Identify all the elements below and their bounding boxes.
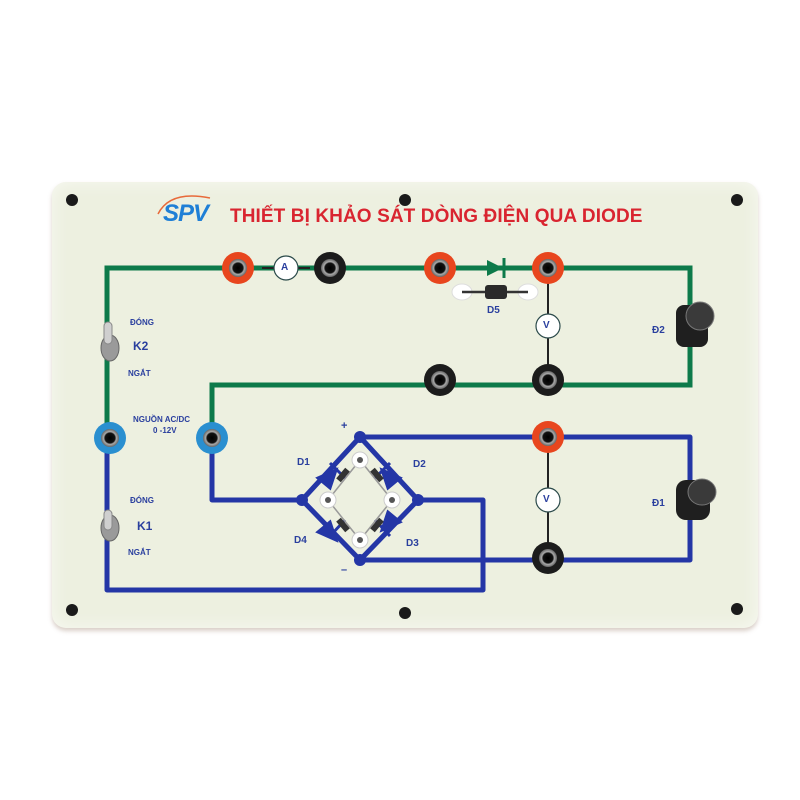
power-range-label: 0 -12V (153, 426, 177, 435)
lamp-d2-label: Đ2 (652, 325, 665, 336)
blue-jacks (94, 422, 228, 454)
voltmeter-top-label: V (543, 320, 550, 331)
voltmeter-bottom-symbol (535, 487, 561, 513)
green-trace (104, 265, 693, 438)
ammeter-symbol (273, 255, 299, 281)
diode-d3-label: D3 (406, 538, 419, 549)
voltmeter-bottom-label: V (543, 494, 550, 505)
diode-d5-symbol (487, 260, 503, 276)
k1-on-label: ĐÓNG (130, 496, 154, 505)
bridge-minus-label: – (341, 564, 348, 576)
k2-label: K2 (133, 339, 149, 353)
toggle-switch-k1 (100, 509, 120, 542)
toggle-switch-k2 (100, 321, 120, 362)
spv-logo: SPV (163, 200, 209, 227)
blue-trace-input (209, 438, 302, 503)
diode-d2-arrow (379, 467, 403, 491)
lamp-d2 (676, 301, 715, 347)
board-title: THIẾT BỊ KHẢO SÁT DÒNG ĐIỆN QUA DIODE (230, 206, 643, 227)
blue-trace-k1 (104, 438, 486, 593)
red-jacks (222, 252, 564, 453)
ammeter-label: A (281, 262, 289, 273)
diode-d5-label: D5 (487, 305, 500, 316)
diode-d1-label: D1 (297, 457, 310, 468)
diode-d3-arrow (379, 509, 403, 533)
bridge-plus-label: + (341, 420, 348, 432)
black-jacks (314, 252, 564, 574)
diode-d2-label: D2 (413, 459, 426, 470)
diode-d4-label: D4 (294, 535, 307, 546)
k1-label: K1 (137, 519, 153, 533)
k2-on-label: ĐÓNG (130, 318, 154, 327)
k2-off-label: NGẮT (128, 369, 151, 378)
circuit-board-panel (52, 182, 758, 628)
power-label: NGUỒN AC/DC (133, 415, 191, 424)
lamp-d1-label: Đ1 (652, 498, 665, 509)
k1-off-label: NGẮT (128, 548, 151, 557)
diode-d1-arrow (315, 467, 339, 491)
voltmeter-top-symbol (535, 313, 561, 339)
lamp-d1 (676, 478, 717, 520)
